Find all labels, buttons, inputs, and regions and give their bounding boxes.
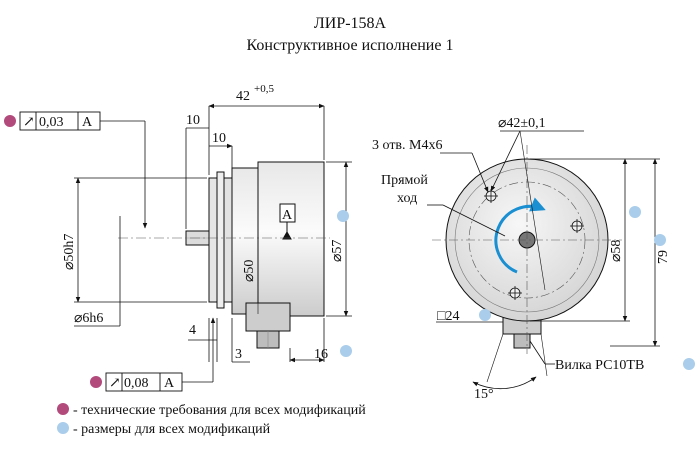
legend-dim-dot — [57, 422, 69, 434]
legend-dim-text: - размеры для всех модификаций — [73, 422, 271, 437]
runout-tolerance-bottom — [105, 372, 183, 392]
mounting-holes — [484, 189, 584, 300]
runout-tolerance-top — [19, 111, 101, 131]
dim-length-tolerance: +0,5 — [254, 83, 274, 95]
rotation-label-line1: Прямой — [381, 173, 428, 188]
flange-plate-3 — [223, 177, 233, 303]
dimension-dot-front-58 — [629, 206, 641, 218]
side-view — [118, 161, 330, 349]
dimension-dot-connector — [683, 358, 695, 370]
dim-square: □24 — [437, 309, 459, 324]
tech-requirement-dot-bottom — [90, 376, 102, 388]
datum-label: A — [282, 208, 293, 223]
dim-angle: 15° — [474, 387, 494, 402]
bolt-circle-dim: ⌀42±0,1 — [498, 116, 546, 131]
dim-body-diameter: ⌀57 — [330, 240, 345, 262]
runout-datum-top: A — [82, 115, 93, 130]
legend-tech-text: - технические требования для всех модифи… — [73, 403, 366, 418]
dim-front-height: 79 — [656, 250, 671, 264]
dimension-dot-side-16 — [340, 345, 352, 357]
dim-connector-length: 16 — [314, 347, 328, 362]
connector-block — [245, 302, 291, 332]
connector-label: Вилка РС10ТВ — [555, 358, 644, 373]
dim-flange-width: 10 — [212, 131, 226, 146]
dimension-dot-front-79 — [654, 234, 666, 246]
dim-gap-4: 4 — [189, 323, 196, 338]
model-title: ЛИР-158А — [314, 15, 387, 32]
side-view-dimensions — [74, 103, 352, 383]
runout-datum-bottom: A — [164, 376, 175, 391]
holes-note: 3 отв. М4х6 — [372, 138, 443, 153]
dim-flange-offset: 10 — [186, 113, 200, 128]
dimension-dot-side-57 — [337, 210, 349, 222]
rotation-label-line2: ход — [397, 191, 417, 206]
dim-shaft: ⌀6h6 — [74, 311, 103, 326]
front-view — [432, 145, 622, 354]
flange-plate-1 — [208, 177, 218, 303]
hub — [231, 167, 259, 315]
dim-length: 42 — [236, 89, 250, 104]
front-connector-pin — [513, 333, 531, 349]
dim-spigot: ⌀50h7 — [62, 234, 77, 270]
dimension-dot-square — [479, 309, 491, 321]
rotation-arrow — [494, 197, 546, 274]
legend: - технические требования для всех модифи… — [57, 403, 366, 437]
legend-tech-dot — [57, 403, 69, 415]
runout-symbol-bottom: ↗ — [109, 376, 121, 391]
flange-plate-2 — [216, 171, 225, 309]
model-subtitle: Конструктивное исполнение 1 — [247, 37, 454, 54]
runout-value-top: 0,03 — [39, 115, 64, 130]
front-view-dimensions — [427, 130, 660, 390]
dim-hub-diameter: ⌀50 — [242, 260, 257, 282]
runout-symbol-top: ↗ — [23, 115, 35, 130]
dim-gap-3: 3 — [235, 347, 242, 362]
runout-value-bottom: 0,08 — [124, 376, 149, 391]
tech-requirement-dot-top — [4, 115, 16, 127]
dim-front-diameter: ⌀58 — [609, 240, 624, 262]
